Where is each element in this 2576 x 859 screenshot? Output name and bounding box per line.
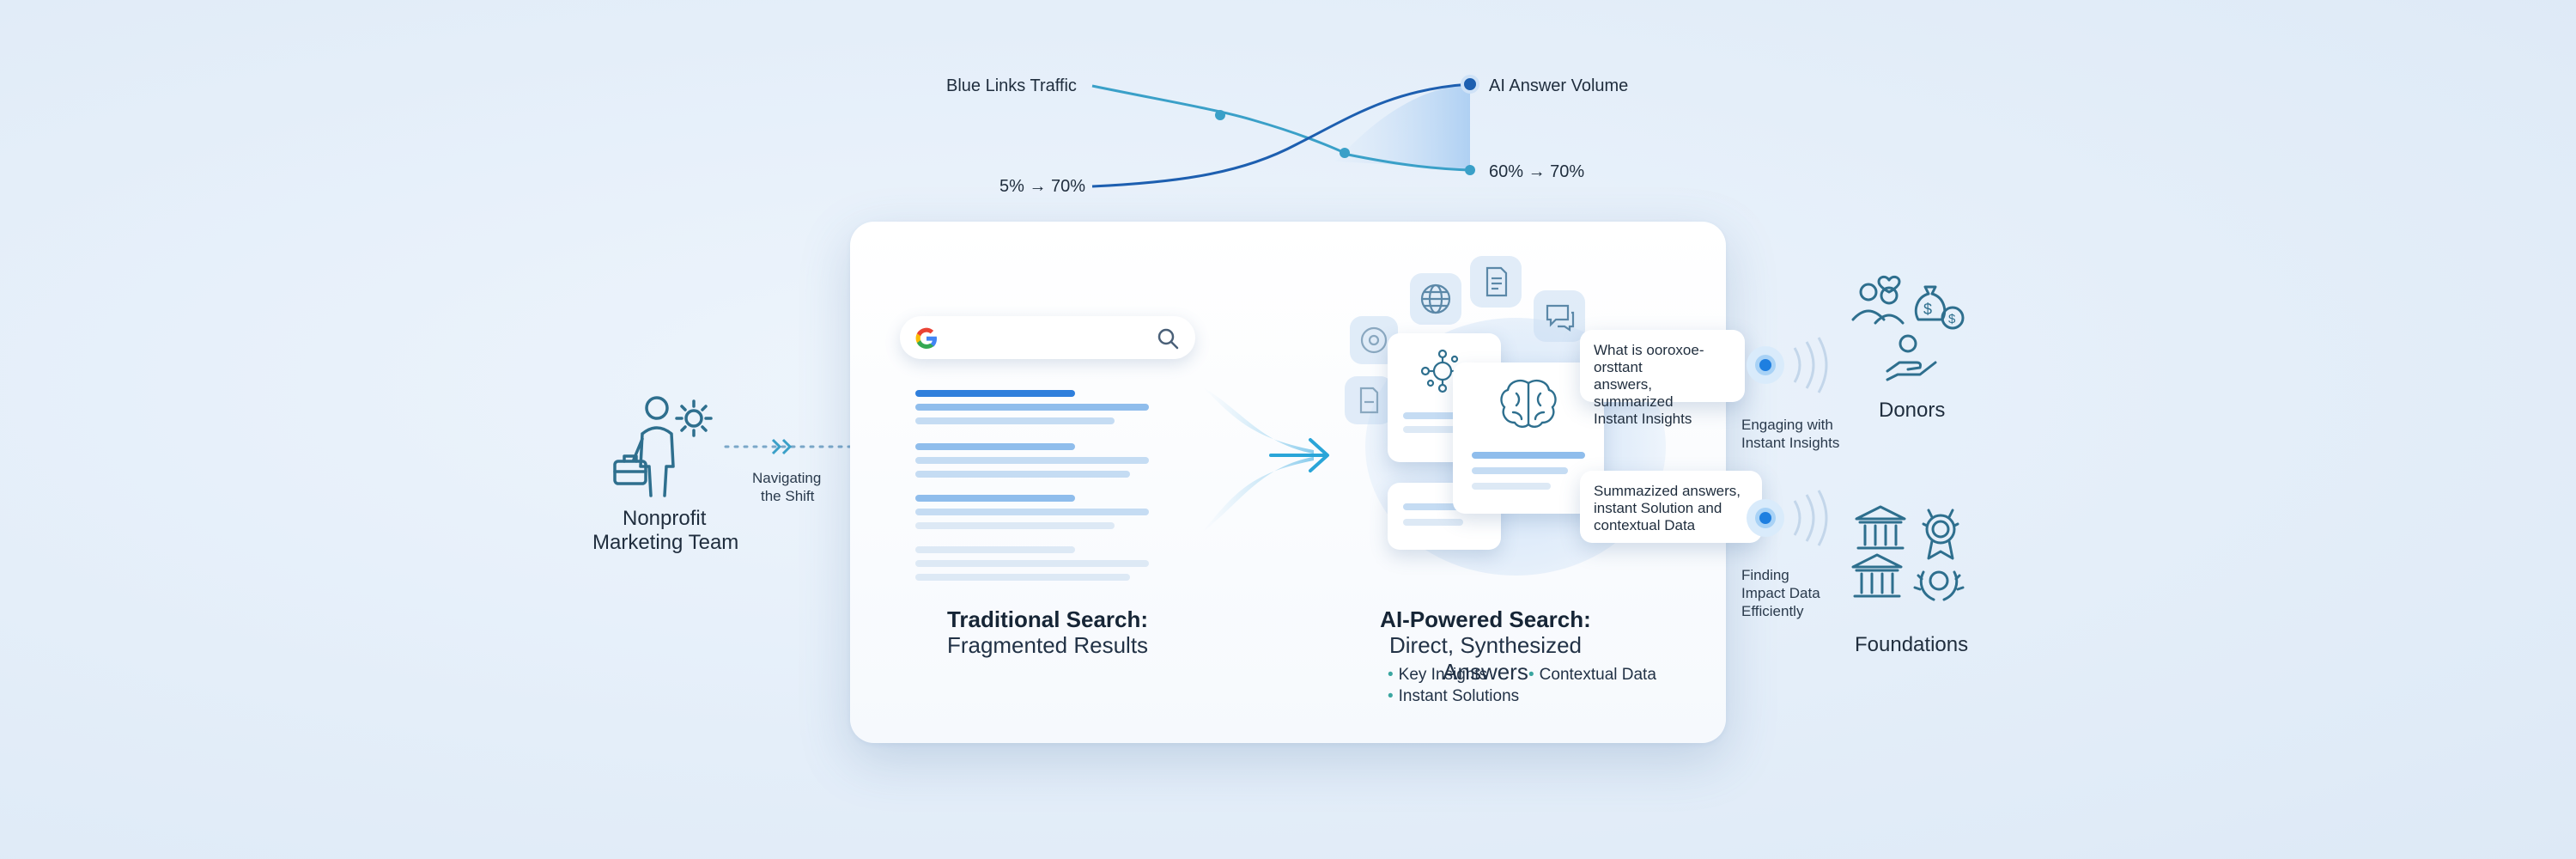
- actor-name-line2: Marketing Team: [592, 531, 739, 554]
- answer-bubble-solutions: Summazized answers, instant Solution and…: [1580, 471, 1762, 543]
- donors-label: Donors: [1879, 399, 1946, 422]
- ai-answer-volume-label: AI Answer Volume: [1489, 76, 1629, 95]
- chart-point: [1461, 75, 1479, 94]
- donors-caption-line1: Engaging with: [1741, 417, 1833, 433]
- donors-icon: $ $: [1851, 275, 1965, 381]
- traditional-search-subtitle: Fragmented Results: [946, 632, 1149, 658]
- file-icon: [1359, 387, 1379, 414]
- foundations-caption-line3: Efficiently: [1741, 603, 1804, 619]
- marketing-team-icon: [613, 396, 713, 497]
- signal-pulse-icon: [1747, 337, 1828, 393]
- chart-point: [1465, 165, 1475, 175]
- file-tile: [1345, 376, 1393, 424]
- ai-value-label: 5% → 70%: [999, 177, 1086, 196]
- foundations-label: Foundations: [1855, 633, 1969, 656]
- blue-links-value-label: 60% → 70%: [1489, 162, 1585, 181]
- brain-icon: [1500, 380, 1557, 428]
- ai-answer-volume-line: [1091, 82, 1471, 188]
- foundations-icon: [1851, 505, 1965, 601]
- chart-point: [1215, 110, 1225, 120]
- foundations-caption-line1: Finding: [1741, 567, 1789, 583]
- traditional-search-title: Traditional Search:: [946, 606, 1149, 632]
- bullet-contextual-data: •Contextual Data: [1528, 666, 1656, 684]
- transition-arrow-icon: [1202, 387, 1329, 533]
- area-fill: [1335, 84, 1470, 170]
- bubble2-line2: instant Solution and: [1594, 500, 1722, 516]
- ai-brain-card: [1453, 362, 1604, 514]
- chart-point: [1340, 148, 1350, 158]
- foundations-caption-line2: Impact Data: [1741, 585, 1820, 601]
- actor-name-line1: Nonprofit: [623, 507, 707, 530]
- signal-pulse-icon: [1747, 490, 1828, 546]
- bubble1-line2: answers, summarized: [1594, 376, 1674, 410]
- globe-tile: [1410, 273, 1461, 325]
- bubble2-line1: Summazized answers,: [1594, 483, 1741, 499]
- bullet-instant-solutions: •Instant Solutions: [1388, 687, 1520, 705]
- chat-icon: [1546, 304, 1575, 332]
- shift-caption-line2: the Shift: [761, 488, 815, 504]
- document-icon: [1485, 266, 1508, 297]
- chat-tile: [1534, 290, 1585, 342]
- search-bar[interactable]: [900, 316, 1195, 359]
- donors-caption-line2: Instant Insights: [1741, 435, 1840, 451]
- blue-links-traffic-label: Blue Links Traffic: [946, 76, 1077, 95]
- trend-chart: [1091, 75, 1479, 188]
- search-results-list: [915, 388, 1164, 586]
- browser-icon: [1360, 326, 1388, 354]
- svg-text:$: $: [1948, 312, 1956, 326]
- ai-search-title: AI-Powered Search:: [1380, 606, 1591, 632]
- shift-caption-line1: Navigating: [752, 470, 822, 486]
- svg-text:$: $: [1923, 301, 1932, 318]
- bubble1-line3: Instant Insights: [1594, 411, 1692, 427]
- globe-icon: [1420, 283, 1451, 314]
- google-logo-icon: [915, 327, 937, 349]
- answer-bubble-insights: What is ooroxoe-orsttant answers, summar…: [1580, 330, 1745, 427]
- search-icon[interactable]: [1156, 326, 1180, 350]
- document-tile: [1470, 256, 1522, 308]
- blue-links-traffic-line: [1091, 84, 1471, 172]
- ai-search-subtitle: Direct, Synthesized Answers: [1389, 632, 1582, 685]
- bubble1-line1: What is ooroxoe-orsttant: [1594, 342, 1704, 375]
- bullet-key-insights: •Key Insights: [1388, 666, 1488, 684]
- bubble2-line3: contextual Data: [1594, 517, 1696, 533]
